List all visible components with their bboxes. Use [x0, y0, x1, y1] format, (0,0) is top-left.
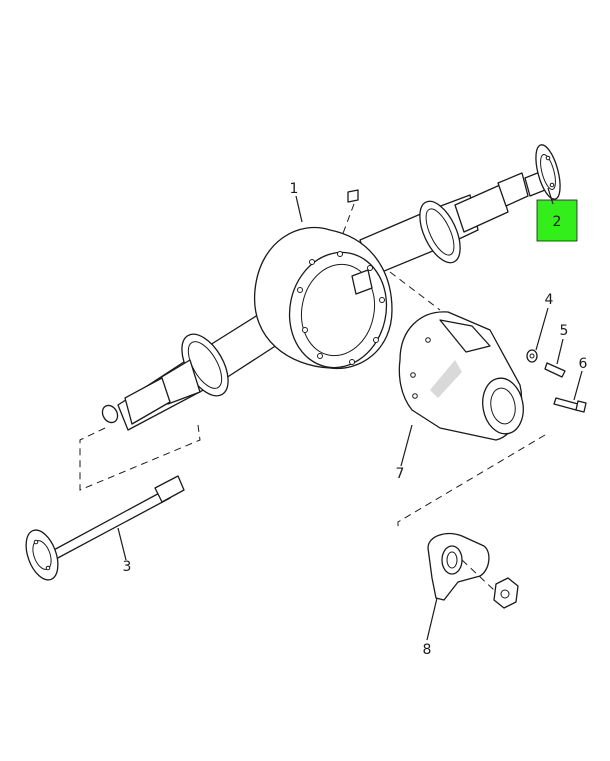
- axle-shaft-left[interactable]: [20, 475, 185, 584]
- yoke[interactable]: [427, 533, 519, 609]
- guide-line-carrier: [389, 271, 441, 311]
- stud[interactable]: [544, 362, 566, 378]
- differential-carrier[interactable]: [398, 311, 527, 441]
- bolt[interactable]: [553, 397, 587, 413]
- callout-6: 6: [579, 356, 588, 372]
- callout-2-highlight: [536, 199, 578, 242]
- guide-line-yoke: [397, 434, 546, 530]
- axle-shaft-right[interactable]: [524, 142, 565, 201]
- callout-3: 3: [123, 559, 132, 575]
- callout-7: 7: [396, 466, 405, 482]
- guide-line-left: [79, 424, 201, 491]
- axle-housing[interactable]: [99, 172, 529, 431]
- washer[interactable]: [526, 349, 538, 363]
- callout-5: 5: [560, 323, 569, 339]
- callout-4: 4: [545, 292, 554, 308]
- callout-1: 1: [290, 181, 299, 197]
- leader-lines: [117, 187, 583, 641]
- callout-8: 8: [423, 642, 432, 658]
- callout-2: 2: [553, 214, 562, 230]
